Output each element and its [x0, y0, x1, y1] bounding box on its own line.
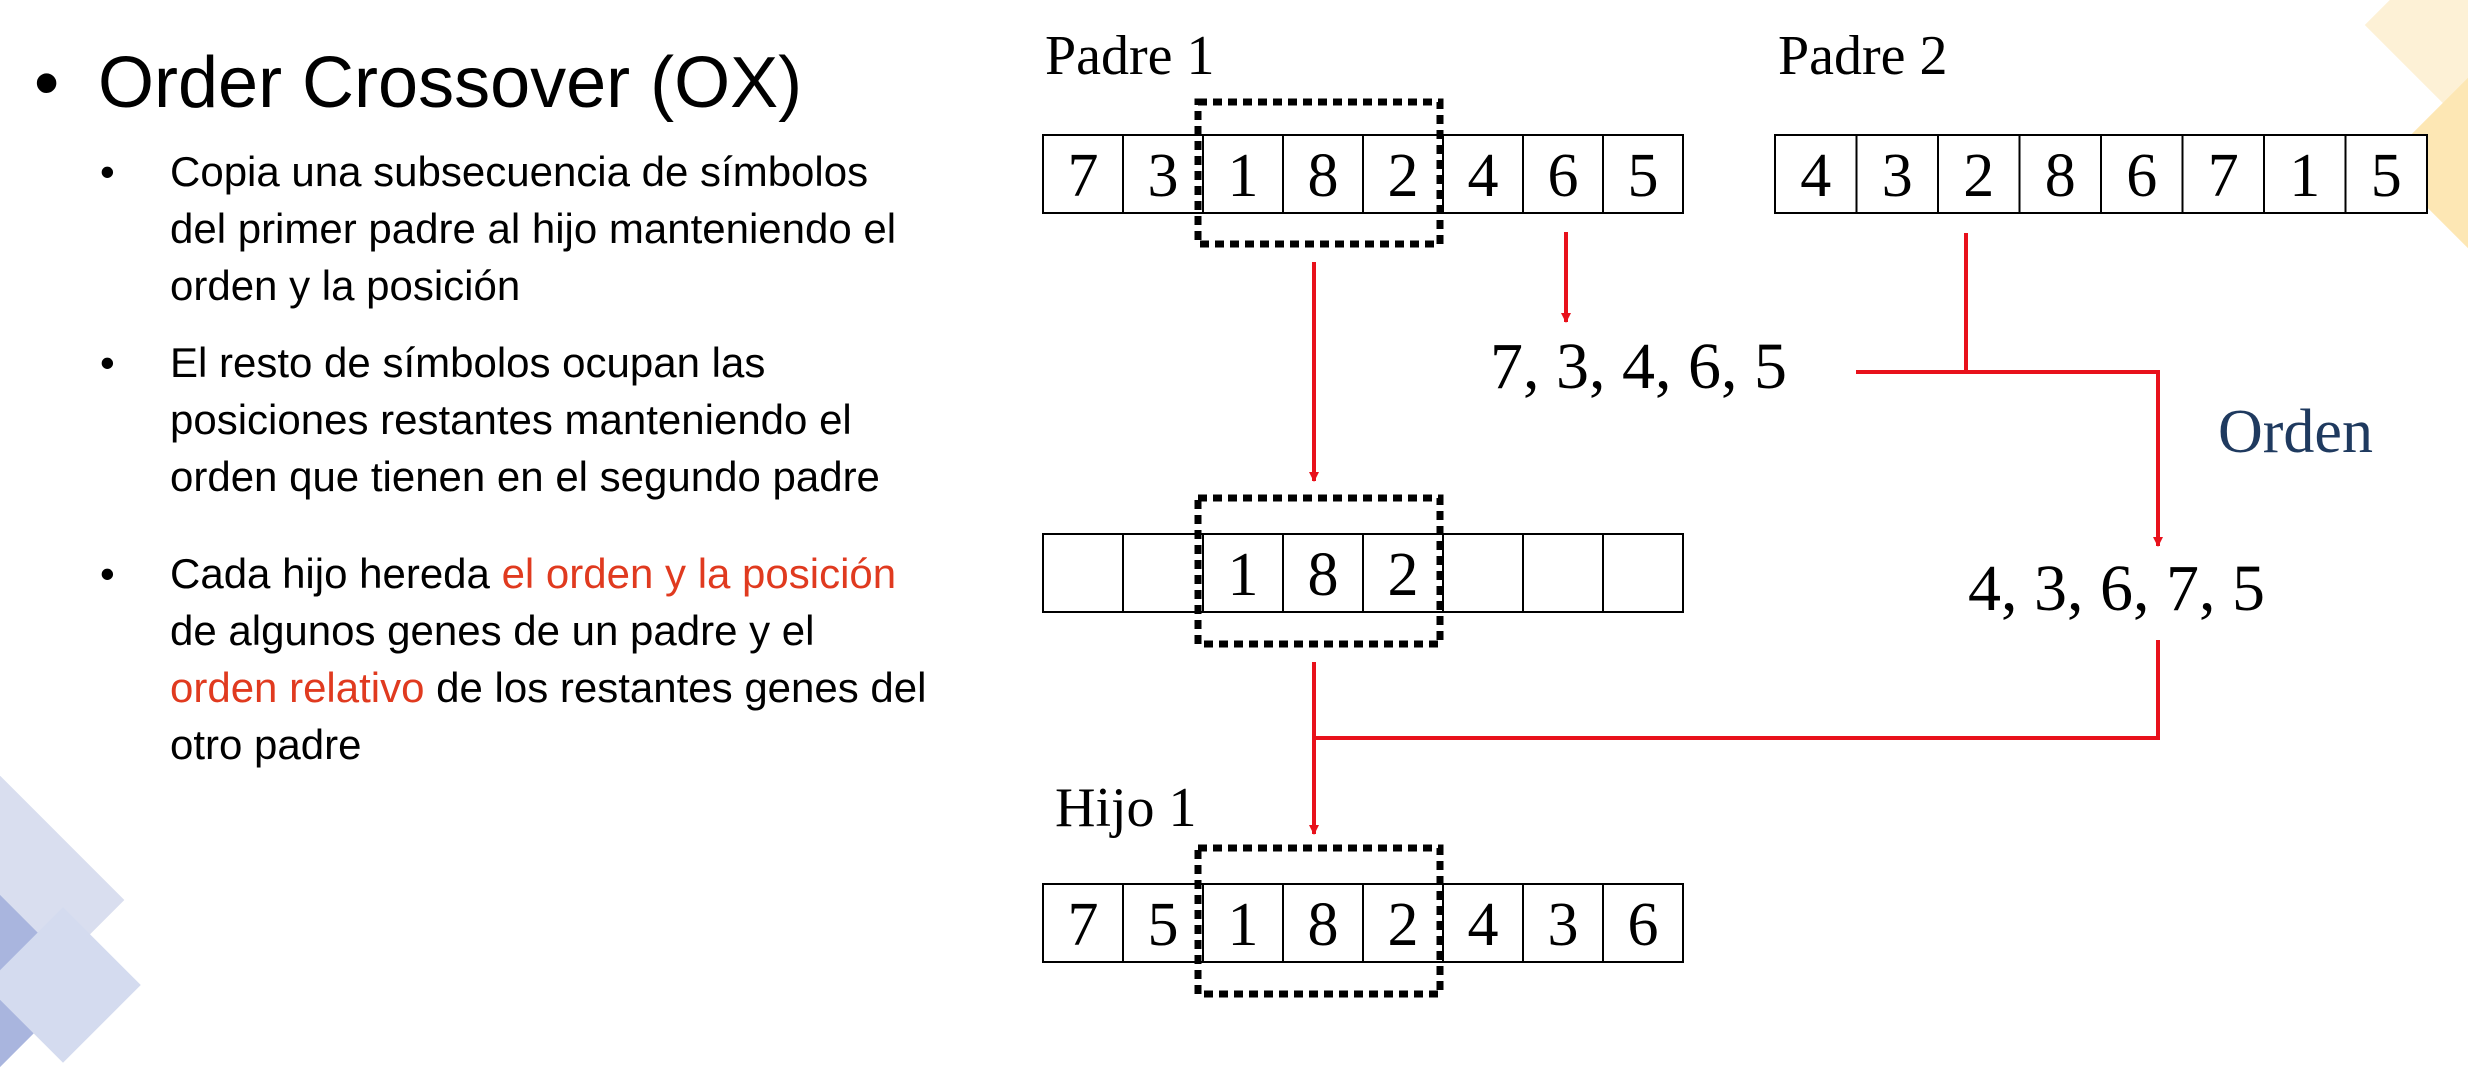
gene-value: 2	[1388, 541, 1419, 609]
gene-value: 7	[2208, 142, 2239, 210]
gene-cell	[1202, 134, 1284, 214]
bullet-item: • El resto de símbolos ocupan las posici…	[100, 334, 930, 505]
gene-value: 8	[1308, 142, 1339, 210]
remaining-sequence: 7, 3, 4, 6, 5	[1490, 330, 1787, 403]
bullet-text: de algunos genes de un padre y el	[170, 607, 815, 654]
gene-cell	[1042, 883, 1124, 963]
bullet-text: El resto de símbolos ocupan las posicion…	[170, 339, 880, 500]
crossover-segment-box	[1194, 494, 1444, 648]
gene-value: 1	[1228, 541, 1259, 609]
gene-value: 6	[1548, 142, 1579, 210]
gene-cell	[1602, 134, 1684, 214]
slide-title: Order Crossover (OX)	[98, 43, 803, 123]
gene-value: 4	[1468, 142, 1499, 210]
gene-value: 5	[1628, 142, 1659, 210]
gene-cell	[1202, 533, 1284, 613]
gene-cell	[1774, 134, 1858, 214]
crossover-segment-box	[1194, 98, 1444, 248]
gene-cell	[2344, 134, 2428, 214]
gene-value: 2	[1963, 142, 1994, 210]
gene-cell	[1602, 533, 1684, 613]
gene-cell	[1522, 883, 1604, 963]
gene-value: 5	[1148, 891, 1179, 959]
highlight-text: el orden y la posición	[501, 550, 897, 597]
gene-cell	[1522, 533, 1604, 613]
gene-cell	[1522, 134, 1604, 214]
orden-label: Orden	[2218, 398, 2373, 466]
ordered-sequence: 4, 3, 6, 7, 5	[1968, 552, 2265, 625]
gene-cell	[1202, 883, 1284, 963]
gene-cell	[1442, 134, 1524, 214]
parent1-label: Padre 1	[1045, 25, 1215, 87]
bullet-item: • Cada hijo hereda el orden y la posició…	[100, 545, 930, 773]
bullet-text: de los restantes genes del otro padre	[170, 664, 927, 768]
bullet-text: Copia una subsecuencia de símbolos del p…	[170, 148, 897, 309]
gene-cell	[1282, 134, 1364, 214]
gene-value: 3	[1548, 891, 1579, 959]
gene-value: 7	[1068, 891, 1099, 959]
gene-value: 6	[1628, 891, 1659, 959]
gene-cell	[1442, 533, 1524, 613]
gene-value: 5	[2371, 142, 2402, 210]
connector-ordered	[1314, 640, 2160, 740]
gene-value: 2	[1388, 891, 1419, 959]
bullet-text: Cada hijo hereda	[170, 550, 502, 597]
gene-value: 3	[1882, 142, 1913, 210]
gene-cell	[1362, 533, 1444, 613]
highlight-text: orden relativo	[170, 664, 425, 711]
gene-value: 4	[1468, 891, 1499, 959]
gene-value: 1	[2289, 142, 2320, 210]
gene-cell	[1122, 533, 1204, 613]
parent2-label: Padre 2	[1778, 25, 1948, 87]
gene-value: 1	[1228, 891, 1259, 959]
gene-value: 3	[1148, 142, 1179, 210]
gene-cell	[1042, 533, 1124, 613]
bullet-item: • Copia una subsecuencia de símbolos del…	[100, 143, 930, 314]
gene-cell	[1282, 883, 1364, 963]
child1-label: Hijo 1	[1055, 777, 1197, 839]
gene-cell	[1122, 883, 1204, 963]
bullet-dot-icon: •	[100, 339, 115, 386]
gene-cell	[1122, 134, 1204, 214]
gene-cell	[2100, 134, 2184, 214]
gene-cell	[2263, 134, 2347, 214]
gene-cell	[1362, 883, 1444, 963]
gene-value: 8	[1308, 891, 1339, 959]
gene-value: 8	[2045, 142, 2076, 210]
gene-value: 8	[1308, 541, 1339, 609]
title-bullet-icon: •	[34, 43, 60, 123]
gene-value: 7	[1068, 142, 1099, 210]
gene-cell	[1937, 134, 2021, 214]
gene-value: 1	[1228, 142, 1259, 210]
gene-cell	[2181, 134, 2265, 214]
crossover-segment-box	[1194, 844, 1444, 998]
gene-cell	[1602, 883, 1684, 963]
gene-cell	[1855, 134, 1939, 214]
arrow-order	[1856, 370, 2163, 547]
gene-cell	[1362, 134, 1444, 214]
gene-value: 4	[1800, 142, 1831, 210]
gene-value: 2	[1388, 142, 1419, 210]
gene-value: 6	[2126, 142, 2157, 210]
gene-cell	[1282, 533, 1364, 613]
bullet-list: • Copia una subsecuencia de símbolos del…	[100, 143, 930, 793]
bullet-dot-icon: •	[100, 148, 115, 195]
bullet-dot-icon: •	[100, 550, 115, 597]
